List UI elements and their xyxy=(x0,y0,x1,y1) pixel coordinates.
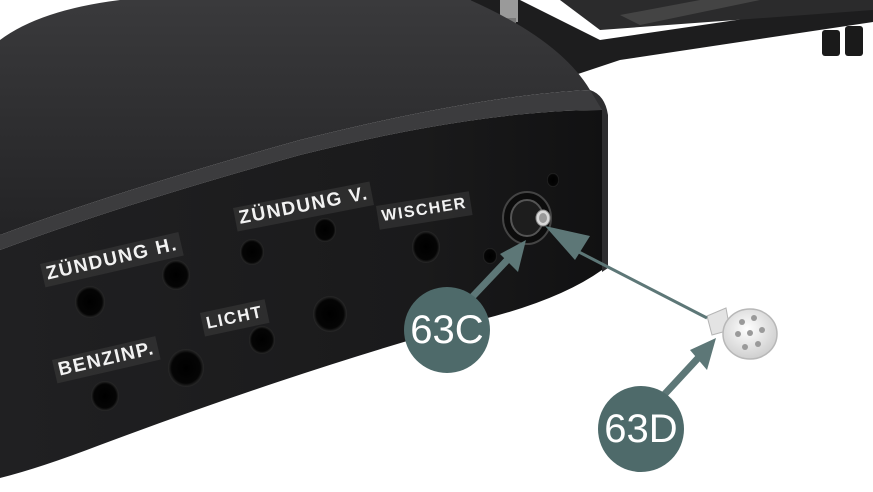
knob-part xyxy=(706,307,778,360)
panel-holes xyxy=(75,173,559,411)
switch-socket xyxy=(502,191,552,245)
callout-63d: 63D xyxy=(598,386,684,472)
frame-rails xyxy=(470,0,873,80)
panel-top-surface xyxy=(0,0,590,235)
callout-63c: 63C xyxy=(404,287,490,373)
